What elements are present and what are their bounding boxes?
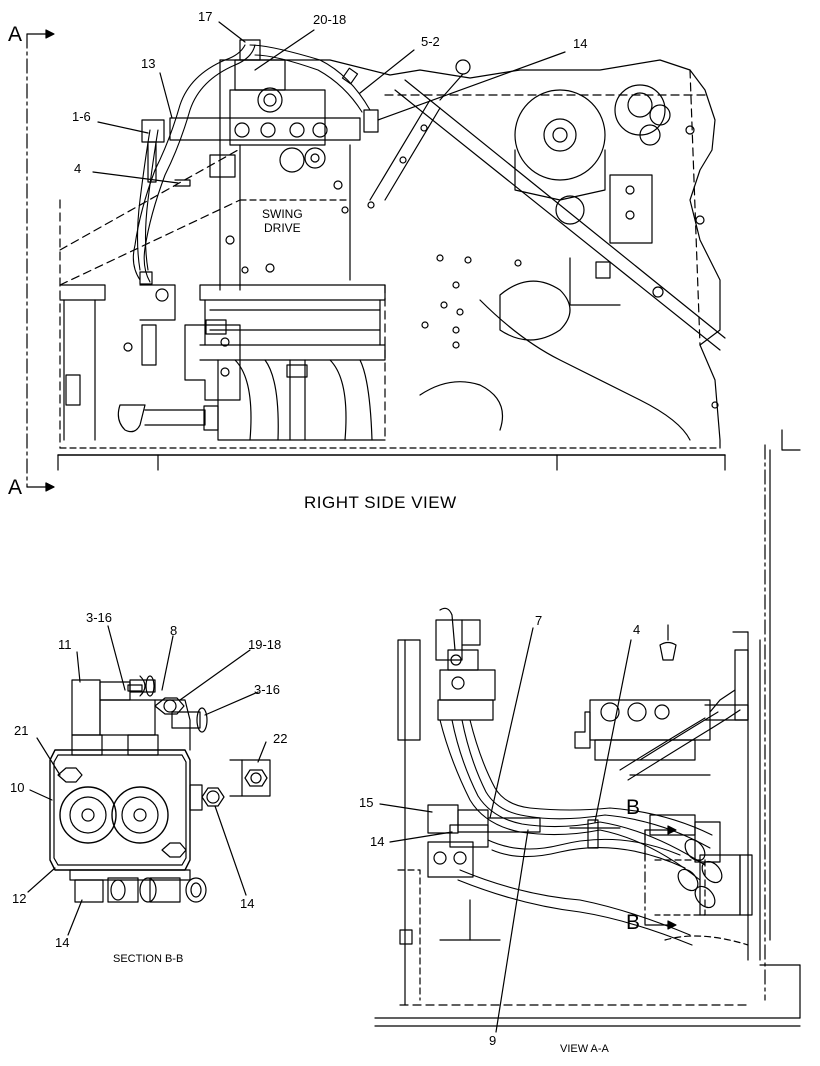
view-aa-title: VIEW A-A — [560, 1043, 609, 1055]
view-aa-drawing — [374, 429, 801, 1033]
section-bb-drawing — [27, 625, 271, 936]
callout-label: 5-2 — [421, 34, 440, 49]
callout-label: 12 — [12, 891, 27, 906]
section-marker-b-top: B — [626, 796, 641, 819]
section-bb-title: SECTION B-B — [113, 953, 184, 965]
right-side-view-title: RIGHT SIDE VIEW — [304, 493, 457, 512]
callout-label: 21 — [14, 723, 29, 738]
callout-label: 14 — [370, 834, 385, 849]
swing-drive-line1: SWING — [262, 207, 303, 221]
section-marker-a-bottom: A — [8, 476, 23, 499]
callout-label: 11 — [58, 637, 72, 652]
callout-label: 22 — [273, 731, 288, 746]
callout-label: 10 — [10, 780, 25, 795]
swing-drive-label: SWING DRIVE — [262, 207, 303, 236]
callout-label: 20-18 — [313, 12, 347, 27]
callout-label: 14 — [573, 36, 588, 51]
swing-drive-line2: DRIVE — [263, 220, 301, 235]
callout-label: 8 — [170, 623, 178, 638]
callout-label: 15 — [359, 795, 374, 810]
right-side-view-drawing — [26, 21, 726, 492]
callout-label: 14 — [55, 935, 70, 950]
section-marker-b-bottom: B — [626, 911, 641, 934]
callout-label: 17 — [198, 9, 213, 24]
callout-label: 4 — [74, 161, 82, 176]
callout-label: 13 — [141, 56, 156, 71]
callout-label: 1-6 — [72, 109, 91, 124]
callout-label: 19-18 — [248, 637, 282, 652]
callout-label: 3-16 — [254, 682, 281, 697]
callout-label: 7 — [535, 613, 543, 628]
callout-label: 9 — [489, 1033, 497, 1048]
section-marker-a-top: A — [8, 23, 23, 46]
callout-label: 4 — [633, 622, 641, 637]
callout-label: 14 — [240, 896, 255, 911]
callout-label: 3-16 — [86, 610, 113, 625]
